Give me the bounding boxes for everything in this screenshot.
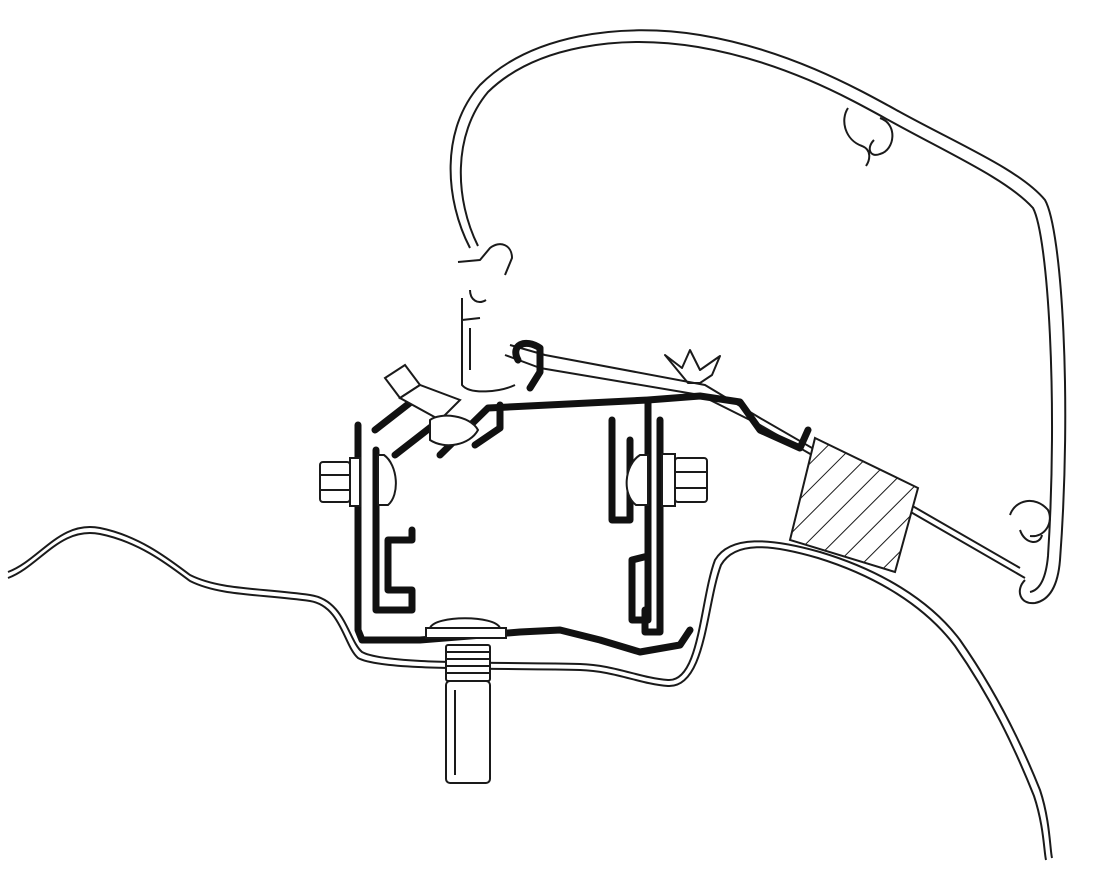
vehicle-roof-panel — [7, 525, 1053, 861]
clamp-bolt-angled — [383, 363, 480, 447]
threaded-stud — [445, 680, 491, 784]
hex-nut-right — [625, 453, 708, 507]
awning-cassette-profile — [449, 29, 1067, 605]
rubber-spacer-block — [788, 436, 920, 574]
mounting-bolt — [425, 617, 507, 682]
adapter-bracket — [354, 339, 812, 656]
hex-nut-left — [319, 454, 397, 507]
